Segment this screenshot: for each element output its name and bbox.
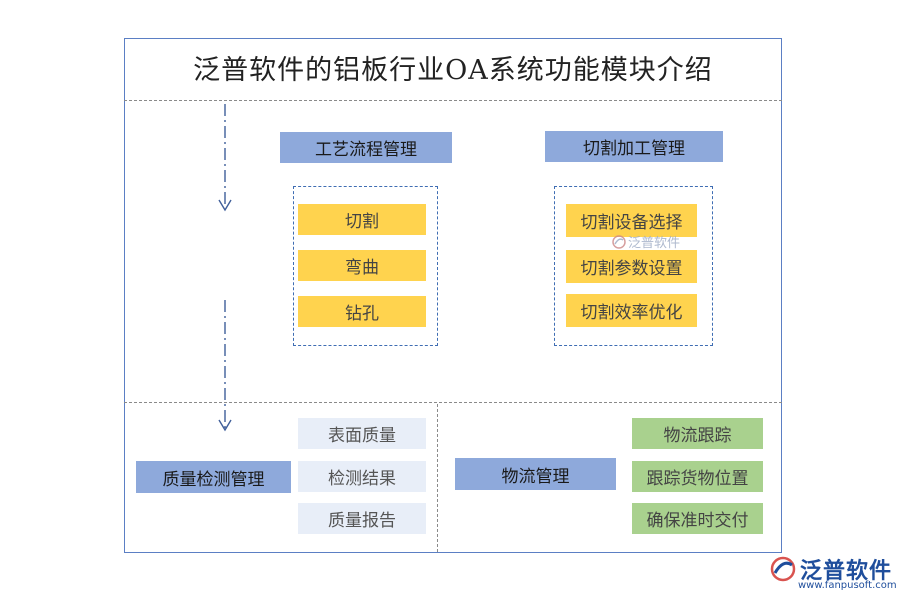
process-item: 弯曲 bbox=[298, 250, 426, 281]
cutting-management-header: 切割加工管理 bbox=[545, 131, 723, 162]
brand-url: www.fanpusoft.com bbox=[798, 580, 897, 591]
watermark-text: 泛普软件 bbox=[628, 236, 681, 251]
process-management-header: 工艺流程管理 bbox=[280, 132, 452, 163]
diagram-title: 泛普软件的铝板行业OA系统功能模块介绍 bbox=[193, 55, 713, 86]
process-item: 钻孔 bbox=[298, 296, 426, 327]
watermark-logo-icon bbox=[612, 234, 626, 249]
flow-arrow-icon bbox=[218, 300, 232, 432]
flow-arrow-icon bbox=[218, 104, 232, 212]
quality-item: 表面质量 bbox=[298, 418, 426, 449]
quality-item: 检测结果 bbox=[298, 461, 426, 492]
logistics-item: 物流跟踪 bbox=[632, 418, 763, 449]
bottom-center-divider bbox=[437, 404, 438, 552]
logistics-management-header: 物流管理 bbox=[455, 458, 616, 490]
middle-divider bbox=[124, 402, 782, 403]
quality-item: 质量报告 bbox=[298, 503, 426, 534]
cutting-items-group bbox=[554, 186, 713, 346]
cutting-item: 切割设备选择 bbox=[566, 204, 697, 237]
cutting-item: 切割效率优化 bbox=[566, 294, 697, 327]
process-items-group bbox=[293, 186, 438, 346]
top-divider bbox=[124, 100, 782, 101]
brand-name: 泛普软件 bbox=[800, 559, 893, 584]
logistics-item: 确保准时交付 bbox=[632, 503, 763, 534]
brand-logo: 泛普软件 bbox=[770, 553, 892, 585]
quality-management-header: 质量检测管理 bbox=[136, 461, 291, 493]
process-item: 切割 bbox=[298, 204, 426, 235]
brand-logo-icon bbox=[770, 556, 796, 582]
watermark: 泛普软件 bbox=[612, 232, 680, 251]
cutting-item: 切割参数设置 bbox=[566, 250, 697, 283]
logistics-item: 跟踪货物位置 bbox=[632, 461, 763, 492]
